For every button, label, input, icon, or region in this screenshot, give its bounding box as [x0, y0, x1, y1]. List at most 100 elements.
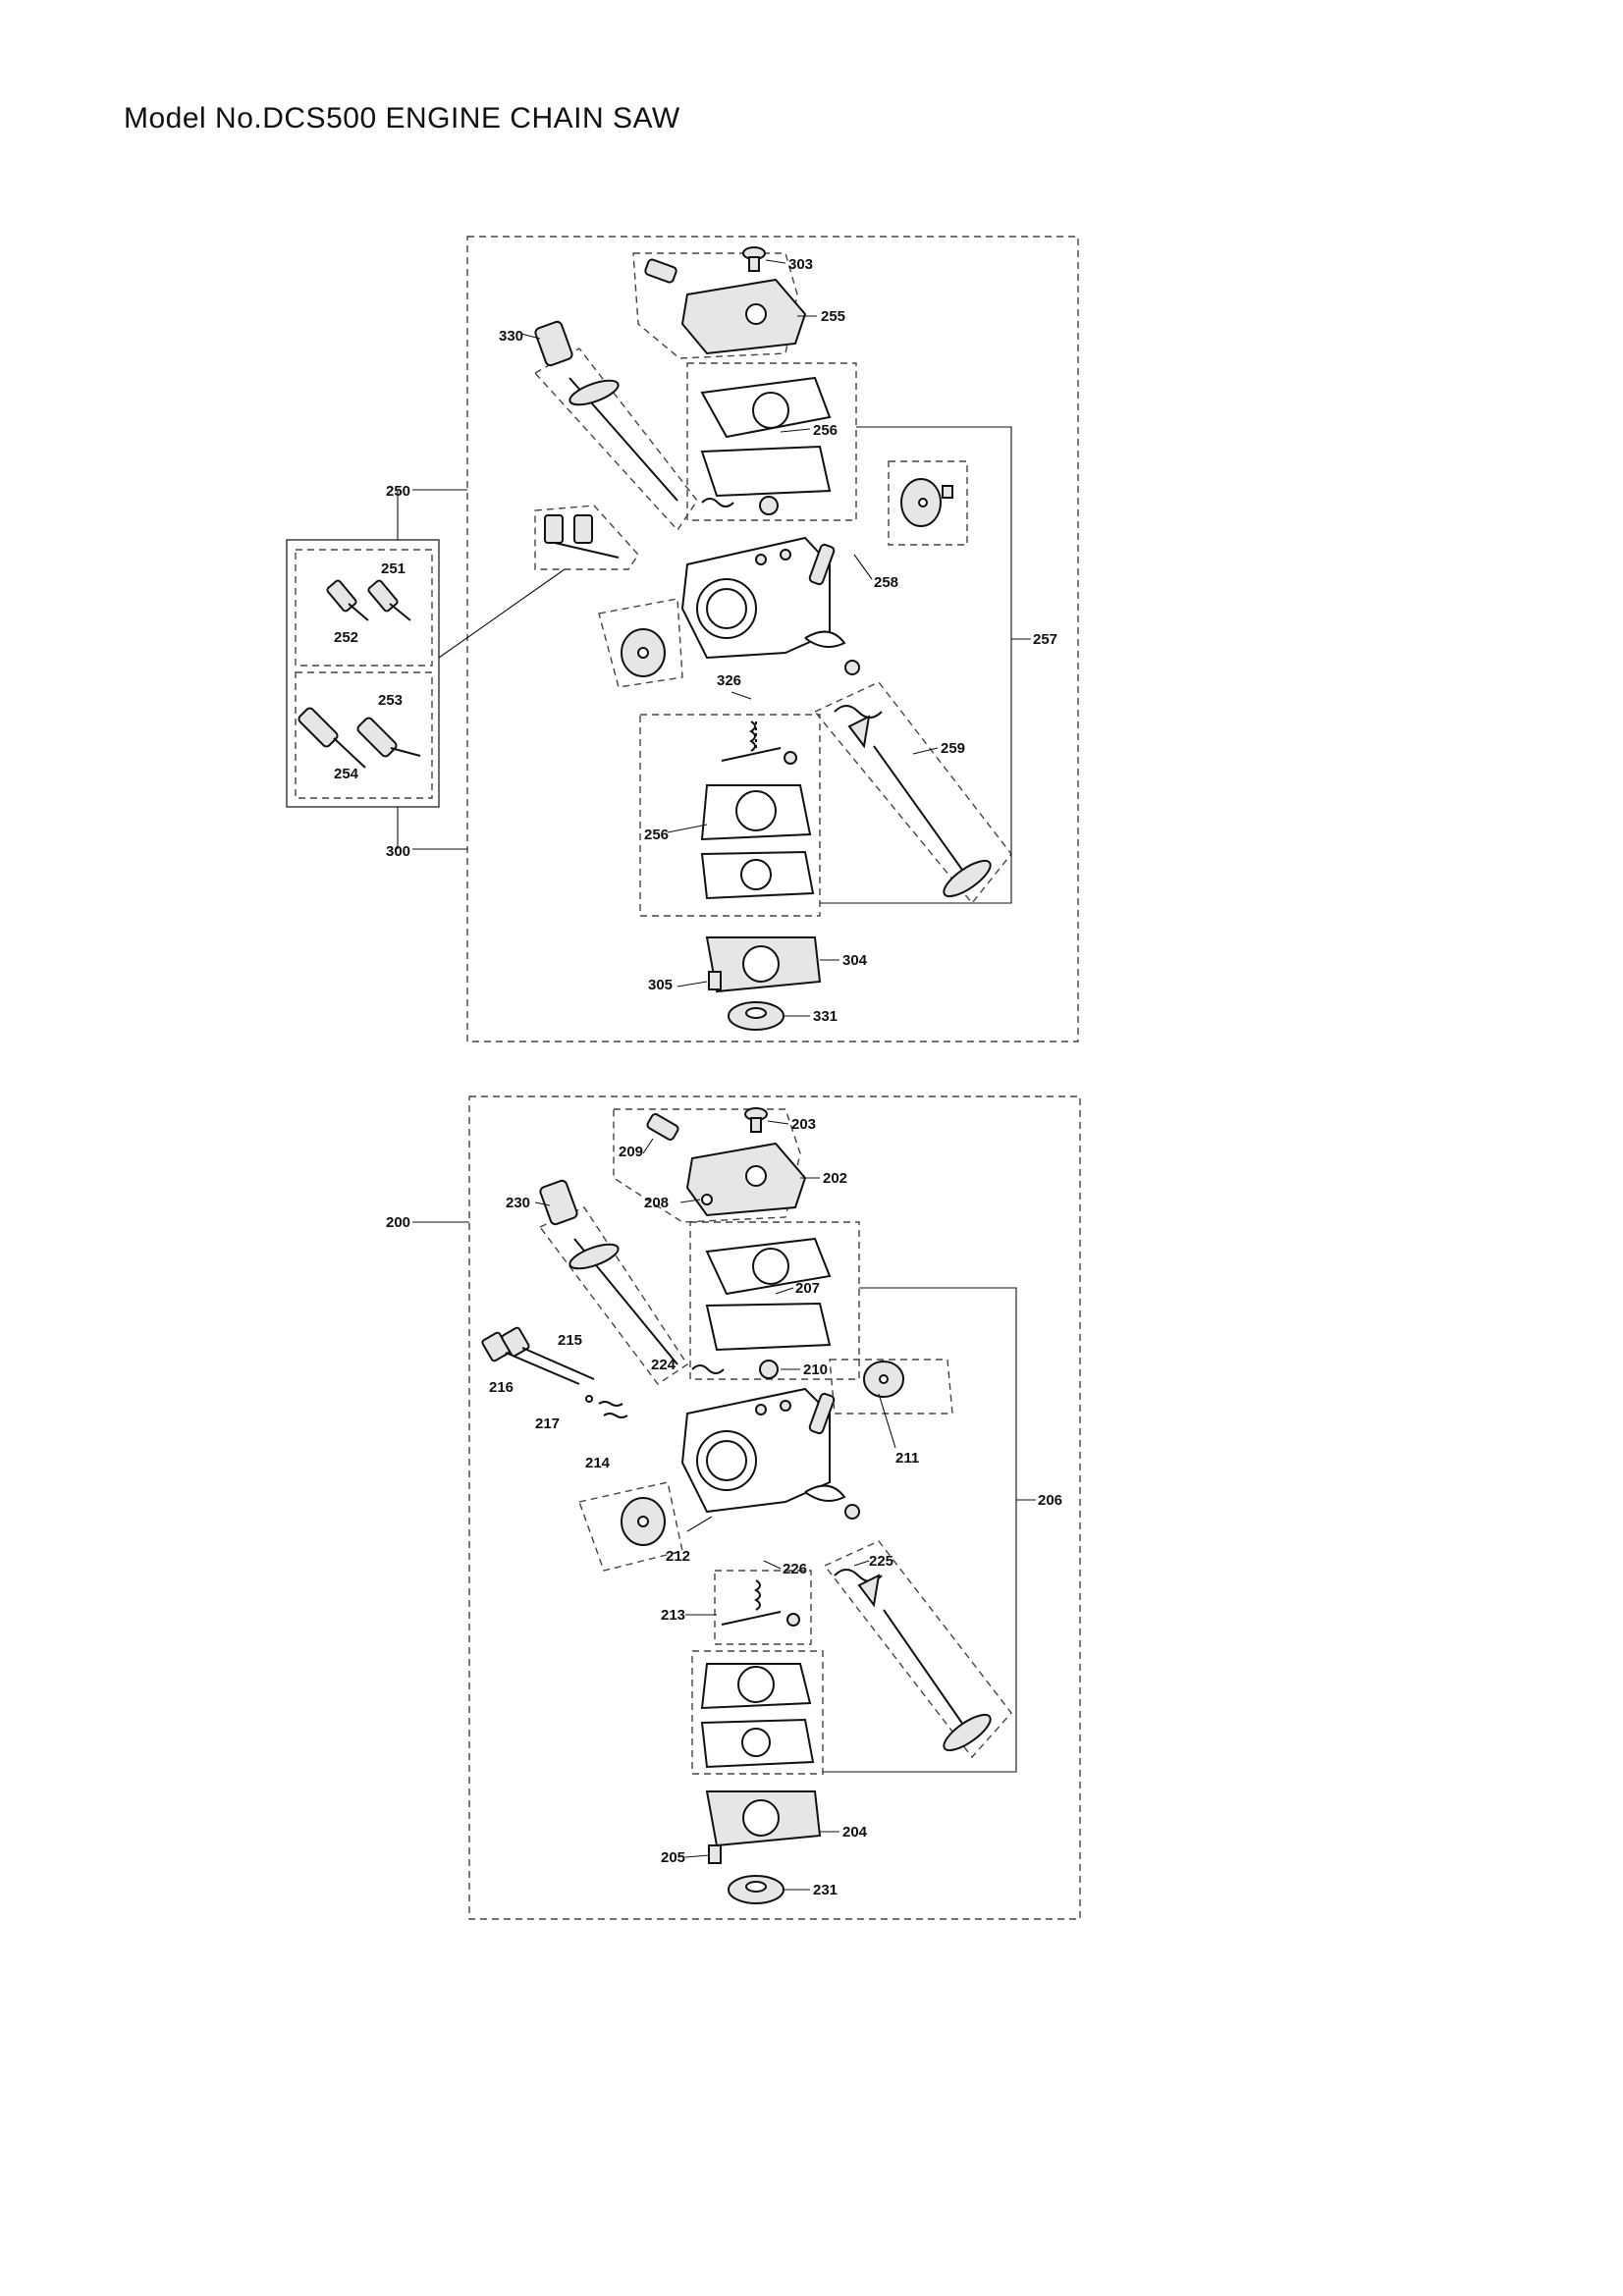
leader-258 — [853, 554, 873, 580]
leader-326 — [730, 691, 752, 700]
gasket-lower-icon — [700, 1663, 815, 1769]
leader-259 — [912, 747, 939, 755]
label-202: 202 — [823, 1170, 847, 1187]
label-230: 230 — [506, 1195, 530, 1211]
label-300: 300 — [386, 843, 410, 860]
label-204: 204 — [842, 1824, 868, 1841]
leader-211 — [878, 1393, 896, 1449]
bracket-257 — [820, 426, 1012, 904]
label-217: 217 — [535, 1415, 560, 1432]
leader-kit-to-needles — [438, 568, 566, 659]
gasket-group-207 — [689, 1221, 860, 1380]
label-213: 213 — [661, 1607, 685, 1624]
lever-parts-lower-icon — [804, 1484, 860, 1520]
filter-screen-210-icon — [759, 1360, 779, 1379]
pump-group-left-upper — [598, 598, 683, 688]
label-216: 216 — [489, 1379, 514, 1396]
leader-208 — [679, 1199, 701, 1203]
diaphragm-cover-304-icon — [705, 936, 822, 993]
label-256b: 256 — [644, 827, 669, 843]
needle-251-252-icon — [326, 579, 411, 621]
label-252: 252 — [334, 629, 358, 646]
label-330: 330 — [499, 328, 523, 345]
label-207: 207 — [795, 1280, 820, 1297]
cover-group-255 — [632, 252, 798, 359]
bracket-206 — [823, 1287, 1017, 1773]
kit-box-253-254 — [295, 671, 433, 799]
label-258: 258 — [874, 574, 898, 591]
leader-256a — [780, 428, 811, 433]
throttle-shaft-group-225 — [823, 1540, 1012, 1759]
label-212: 212 — [666, 1548, 690, 1565]
label-257: 257 — [1033, 631, 1057, 648]
page-title: Model No.DCS500 ENGINE CHAIN SAW — [124, 102, 680, 134]
gasket-group-256-lower — [639, 714, 821, 917]
leader-226 — [763, 1560, 782, 1570]
label-211: 211 — [895, 1450, 919, 1467]
cover-plate-202-icon — [646, 1113, 807, 1217]
label-305: 305 — [648, 977, 673, 993]
cover-group-202 — [613, 1108, 801, 1223]
label-214: 214 — [585, 1455, 611, 1471]
label-254: 254 — [334, 766, 359, 782]
label-304: 304 — [842, 952, 868, 969]
kit-box-251-252 — [295, 549, 433, 667]
pump-cover-left-upper-icon — [621, 628, 666, 677]
choke-shaft-330-icon — [534, 320, 734, 507]
shaft-group-330 — [533, 347, 698, 532]
label-256a: 256 — [813, 422, 838, 439]
label-303: 303 — [788, 256, 813, 273]
label-225: 225 — [869, 1553, 893, 1570]
needle-group-upper — [534, 505, 639, 570]
washer-331-icon — [728, 1001, 784, 1031]
label-203: 203 — [791, 1116, 816, 1133]
leader-225 — [853, 1560, 870, 1567]
label-210: 210 — [803, 1362, 828, 1378]
screw-305-icon — [708, 971, 722, 990]
leader-230 — [534, 1201, 551, 1206]
label-250: 250 — [386, 483, 410, 500]
label-231: 231 — [813, 1882, 838, 1898]
upper-assembly-frame — [466, 236, 1079, 1042]
leader-209 — [642, 1138, 654, 1154]
gasket-group-256-upper — [686, 362, 857, 521]
needle-253-254-icon — [298, 707, 421, 769]
label-209: 209 — [619, 1144, 643, 1160]
cover-plate-255-icon — [644, 258, 807, 355]
kit-box-250-300 — [286, 539, 440, 808]
screw-205-icon — [708, 1844, 722, 1864]
lower-assembly-frame — [468, 1095, 1081, 1920]
diaphragm-211-icon — [863, 1361, 904, 1398]
metering-parts-upper-icon — [721, 721, 797, 765]
leader-212 — [686, 1516, 713, 1532]
carburetor-body-lower-icon — [680, 1387, 836, 1514]
gasket-256-lower-icon — [700, 784, 815, 900]
leader-207 — [775, 1287, 794, 1295]
throttle-shaft-225-icon — [834, 1569, 992, 1752]
choke-shaft-230-icon — [539, 1179, 725, 1374]
label-224: 224 — [651, 1357, 676, 1373]
ball-208-icon — [701, 1194, 713, 1205]
label-326: 326 — [717, 672, 741, 689]
leader-303 — [765, 259, 786, 264]
leader-256b — [667, 824, 708, 833]
filter-screen-icon — [759, 496, 779, 515]
metering-parts-213-icon — [721, 1579, 800, 1627]
pump-group-left-lower — [578, 1481, 683, 1572]
diaphragm-258-icon — [900, 478, 953, 527]
label-205: 205 — [661, 1849, 685, 1866]
leader-203 — [767, 1120, 789, 1125]
upper-assembly: 303 255 330 256 250 251 252 253 254 300 … — [286, 236, 1079, 1042]
gasket-group-lower — [691, 1650, 824, 1775]
leader-205 — [684, 1854, 710, 1858]
adjust-needles-upper-icon — [544, 514, 620, 559]
carburetor-body-upper-icon — [680, 536, 836, 660]
gasket-207-icon — [705, 1237, 832, 1352]
label-208: 208 — [644, 1195, 669, 1211]
label-226: 226 — [783, 1561, 807, 1577]
screw-203-icon — [744, 1107, 768, 1133]
pump-cover-left-lower-icon — [621, 1497, 666, 1546]
lever-parts-icon — [804, 630, 860, 675]
diaphragm-group-258 — [888, 460, 968, 546]
